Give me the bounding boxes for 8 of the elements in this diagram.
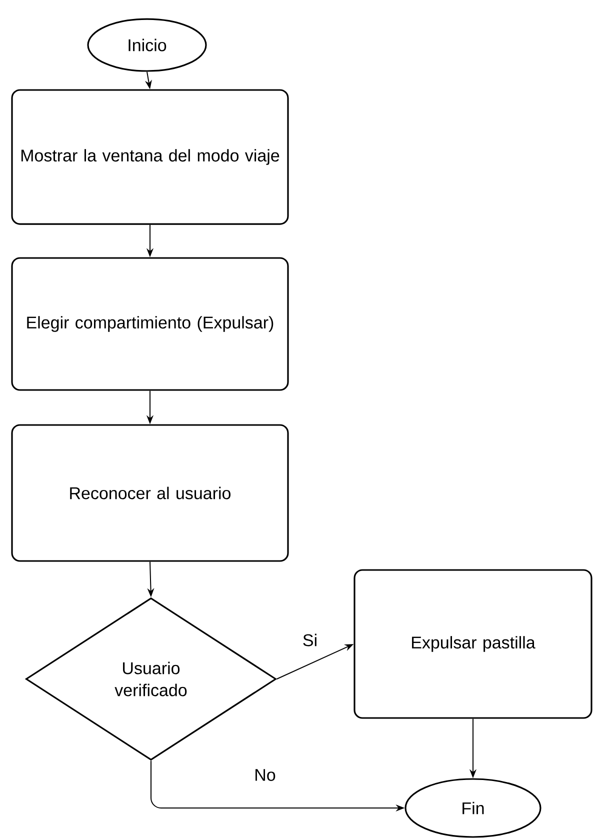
edge-label: Si — [301, 632, 319, 648]
process-box: Elegir compartimiento (Expulsar) — [11, 257, 289, 391]
terminal-oval: Inicio — [87, 18, 207, 72]
process-box: Reconocer al usuario — [11, 424, 289, 562]
terminal-oval: Fin — [404, 778, 542, 838]
process-box: Expulsar pastilla — [354, 569, 592, 719]
edge-label: No — [253, 768, 277, 782]
process-box: Mostrar la ventana del modo viaje — [11, 89, 289, 225]
